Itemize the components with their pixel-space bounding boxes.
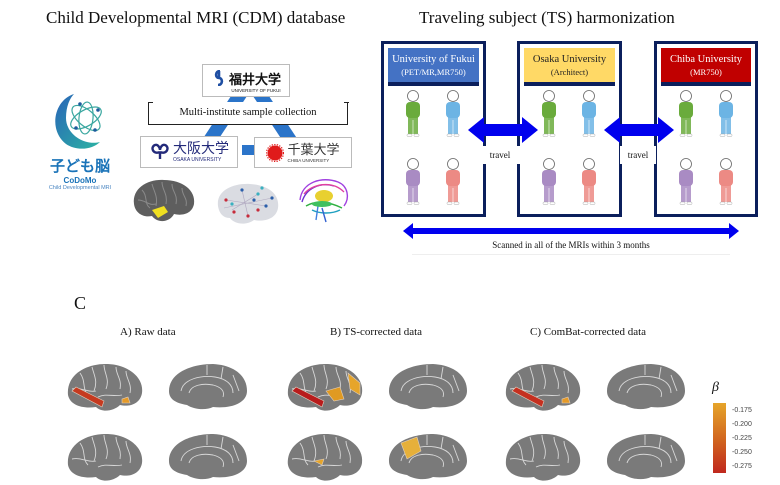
colorbar-symbol: β — [712, 380, 719, 395]
site-header-chiba: Chiba University (MR750) — [661, 48, 751, 86]
colorbar-gradient — [713, 403, 726, 473]
colorbar-tick-label: -0.250 — [732, 449, 752, 456]
colorbar-tick-label: -0.275 — [732, 463, 752, 470]
osaka-emblem-icon — [151, 143, 169, 159]
codomo-moon-atom-icon — [55, 94, 102, 149]
fukui-en: UNIVERSITY OF FUKUI — [231, 87, 281, 93]
person-figure-icon — [539, 158, 559, 208]
column-title-raw: A) Raw data — [120, 326, 176, 338]
column-title-ts: B) TS-corrected data — [330, 326, 423, 338]
chiba-en: CHIBA UNIVERSITY — [287, 157, 330, 163]
person-figure-icon — [676, 158, 696, 208]
codomo-subtitle: Child Developmental MRI — [48, 185, 112, 191]
cortical-surface-brain-image — [133, 179, 195, 222]
person-figure-icon — [539, 90, 559, 140]
codomo-jp-name: 子ども脳 — [49, 157, 110, 175]
collection-bracket: Multi-institute sample collection — [147, 102, 349, 125]
site-name: Osaka University — [532, 54, 607, 65]
person-figure-icon — [579, 90, 599, 140]
osaka-en: OSAKA UNIVERSITY — [173, 156, 222, 163]
brain-surface-map — [67, 363, 143, 411]
travel-label: travel — [620, 146, 656, 164]
fukui-jp: 福井大学 — [228, 72, 281, 88]
brain-surface-map — [607, 364, 685, 410]
site-name: University of Fukui — [392, 54, 475, 65]
brain-surface-map — [287, 433, 363, 481]
person-figure-icon — [676, 90, 696, 140]
brain-surface-map — [389, 364, 467, 410]
column-title-combat: C) ComBat-corrected data — [530, 326, 647, 338]
site-scanner: (MR750) — [690, 67, 722, 77]
codomo-abbrev: CoDoMo — [63, 176, 97, 185]
span-label: Scanned in all of the MRIs within 3 mont… — [412, 240, 730, 255]
left-panel-title: Child Developmental MRI (CDM) database — [46, 8, 346, 27]
chiba-university-logo: 千葉大学 CHIBA UNIVERSITY — [254, 137, 352, 168]
brain-surface-map — [287, 363, 363, 411]
site-header-osaka: Osaka University (Architect) — [524, 48, 615, 86]
site-name: Chiba University — [669, 54, 743, 65]
brain-surface-map — [169, 364, 247, 410]
brain-surface-map — [607, 434, 685, 480]
codomo-logo: 子ども脳 CoDoMo Child Developmental MRI — [40, 90, 120, 195]
travel-arrow-icon — [468, 117, 538, 143]
chiba-emblem-icon — [266, 143, 285, 162]
brain-surface-map — [505, 363, 581, 411]
right-panel-title: Traveling subject (TS) harmonization — [419, 8, 675, 27]
chiba-jp: 千葉大学 — [287, 142, 340, 158]
osaka-jp: 大阪大学 — [173, 140, 229, 157]
fukui-emblem-icon — [214, 70, 224, 86]
site-card-fukui: University of Fukui (PET/MR,MR750) — [381, 41, 486, 217]
person-figure-icon — [443, 158, 463, 208]
travel-arrow-icon — [604, 117, 674, 143]
brain-surface-map — [389, 434, 467, 480]
panel-c-label: C — [74, 293, 87, 313]
person-figure-icon — [716, 90, 736, 140]
brain-surface-map — [169, 434, 247, 480]
site-scanner: (Architect) — [550, 67, 589, 77]
collection-label: Multi-institute sample collection — [179, 107, 317, 118]
travel-label: travel — [470, 146, 530, 164]
person-figure-icon — [579, 158, 599, 208]
site-header-fukui: University of Fukui (PET/MR,MR750) — [388, 48, 479, 86]
tractography-brain-image — [299, 179, 349, 223]
connectome-brain-image — [217, 183, 279, 224]
brain-surface-map — [505, 433, 581, 481]
site-scanner: (PET/MR,MR750) — [401, 67, 466, 77]
person-figure-icon — [443, 90, 463, 140]
fukui-university-logo: 福井大学 UNIVERSITY OF FUKUI — [202, 64, 290, 97]
colorbar-tick-label: -0.175 — [732, 407, 752, 414]
brain-surface-map — [67, 433, 143, 481]
colorbar-tick-label: -0.200 — [732, 421, 752, 428]
person-figure-icon — [403, 90, 423, 140]
person-figure-icon — [403, 158, 423, 208]
person-figure-icon — [716, 158, 736, 208]
span-arrow-icon — [403, 223, 739, 239]
osaka-university-logo: 大阪大学 OSAKA UNIVERSITY — [140, 136, 238, 168]
colorbar-tick-label: -0.225 — [732, 435, 752, 442]
